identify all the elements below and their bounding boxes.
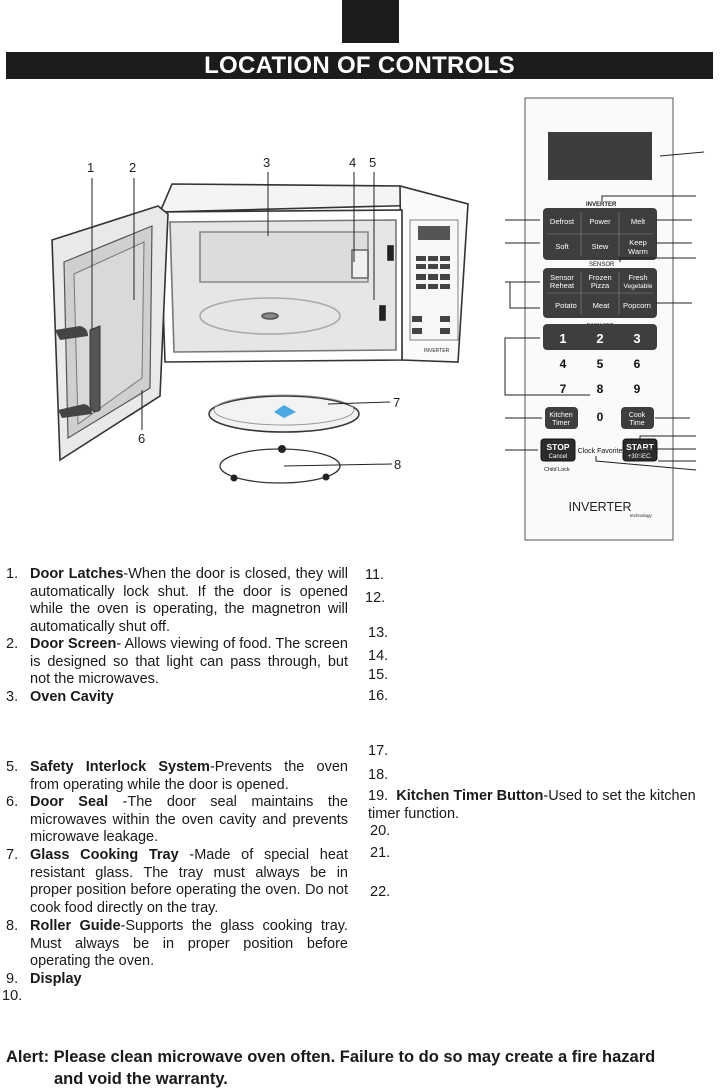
svg-text:INVERTER: INVERTER [424, 348, 450, 354]
defrost-button[interactable]: Defrost [550, 217, 575, 226]
fresh-vegetable-button[interactable]: Fresh Vegetable [624, 273, 653, 290]
list-number: 12. [365, 590, 386, 606]
page-number-tab [342, 0, 399, 43]
callout-3: 3 [263, 155, 270, 170]
stop-button[interactable]: STOP [547, 442, 570, 452]
panel-inverter-label: INVERTER [586, 202, 617, 208]
callout-1: 1 [87, 160, 94, 175]
popcorn-button[interactable]: Popcorn [623, 301, 651, 310]
brand-technology: technology [630, 513, 653, 518]
list-number: 15. [368, 667, 389, 683]
digit-6-button[interactable]: 6 [634, 357, 641, 371]
stew-button[interactable]: Stew [592, 242, 609, 251]
list-number: 14. [368, 648, 389, 664]
list-number: 20. [370, 823, 391, 839]
alert-line-1: Alert: Please clean microwave oven often… [6, 1048, 656, 1066]
svg-text:Vegetable: Vegetable [624, 283, 653, 290]
list-number: 22. [370, 884, 391, 900]
frozen-pizza-button[interactable]: Frozen Pizza [588, 273, 611, 290]
list-number: 17. [368, 743, 389, 759]
svg-text:Kitchen: Kitchen [549, 412, 572, 419]
svg-text:Reheat: Reheat [550, 281, 575, 290]
brand-inverter: INVERTER [569, 500, 632, 514]
easy-set-2-button[interactable]: 2 [596, 331, 603, 346]
alert-line-2: and void the warranty. [54, 1070, 228, 1088]
svg-text:Time: Time [629, 420, 644, 427]
list-item: 19. Kitchen Timer Button-Used to set the… [368, 788, 696, 822]
digit-5-button[interactable]: 5 [597, 357, 604, 371]
power-button[interactable]: Power [589, 217, 611, 226]
callout-5: 5 [369, 155, 376, 170]
svg-text:Warm: Warm [628, 247, 648, 256]
svg-text:Frozen: Frozen [588, 273, 611, 282]
callout-4: 4 [349, 155, 356, 170]
clock-favorite-label[interactable]: Clock Favorite [578, 448, 623, 455]
alert-note: Alert: Please clean microwave oven often… [6, 1046, 721, 1090]
potato-button[interactable]: Potato [555, 301, 577, 310]
keep-warm-button[interactable]: Keep Warm [628, 238, 648, 256]
oven-leaders [91, 172, 393, 467]
start-button[interactable]: START [626, 442, 655, 452]
control-panel: INVERTER Defrost Power Melt Soft Stew Ke… [524, 97, 674, 541]
soft-button[interactable]: Soft [555, 242, 569, 251]
svg-text:Keep: Keep [629, 238, 647, 247]
melt-button[interactable]: Melt [631, 217, 646, 226]
callout-7: 7 [393, 395, 400, 410]
list-number: 18. [368, 767, 389, 783]
display-window [548, 132, 652, 180]
oven-mini-panel: INVERTER [409, 219, 459, 354]
list-number: 21. [370, 845, 391, 861]
child-lock-label: Child Lock [544, 467, 570, 473]
oven-callout-numbers: 1 2 3 4 5 6 7 8 [87, 155, 401, 472]
list-item: 1. Door Latches-When the door is closed,… [6, 566, 348, 635]
callout-2: 2 [129, 160, 136, 175]
page-title: LOCATION OF CONTROLS [6, 52, 713, 79]
meat-button[interactable]: Meat [593, 301, 611, 310]
svg-text:Cook: Cook [629, 412, 646, 419]
svg-text:Timer: Timer [552, 420, 570, 427]
digit-4-button[interactable]: 4 [560, 357, 567, 371]
list-item: 2. Door Screen- Allows viewing of food. … [6, 636, 348, 687]
digit-0-button[interactable]: 0 [597, 410, 604, 424]
roller-guide [219, 445, 341, 484]
svg-text:Pizza: Pizza [591, 281, 610, 290]
svg-text:Sensor: Sensor [550, 273, 574, 282]
oven-door [51, 205, 169, 462]
list-number: 11. [365, 567, 385, 583]
sensor-label: SENSOR [589, 262, 615, 268]
panel-leaders [504, 151, 705, 471]
list-number: 16. [368, 688, 389, 704]
digit-9-button[interactable]: 9 [634, 382, 641, 396]
easy-set-1-button[interactable]: 1 [559, 331, 566, 346]
glass-tray [208, 394, 360, 433]
easy-set-3-button[interactable]: 3 [633, 331, 640, 346]
callout-8: 8 [394, 457, 401, 472]
oven-diagram: INVERTER 1 2 3 4 5 [51, 97, 705, 541]
sensor-reheat-button[interactable]: Sensor Reheat [550, 273, 575, 290]
cancel-label: Cancel [549, 454, 568, 460]
svg-text:Fresh: Fresh [628, 273, 647, 282]
cook-time-button[interactable]: Cook Time [629, 412, 646, 427]
kitchen-timer-button[interactable]: Kitchen Timer [549, 412, 572, 427]
digit-7-button[interactable]: 7 [560, 382, 567, 396]
callout-6: 6 [138, 431, 145, 446]
digit-8-button[interactable]: 8 [597, 382, 604, 396]
list-number: 13. [368, 625, 389, 641]
